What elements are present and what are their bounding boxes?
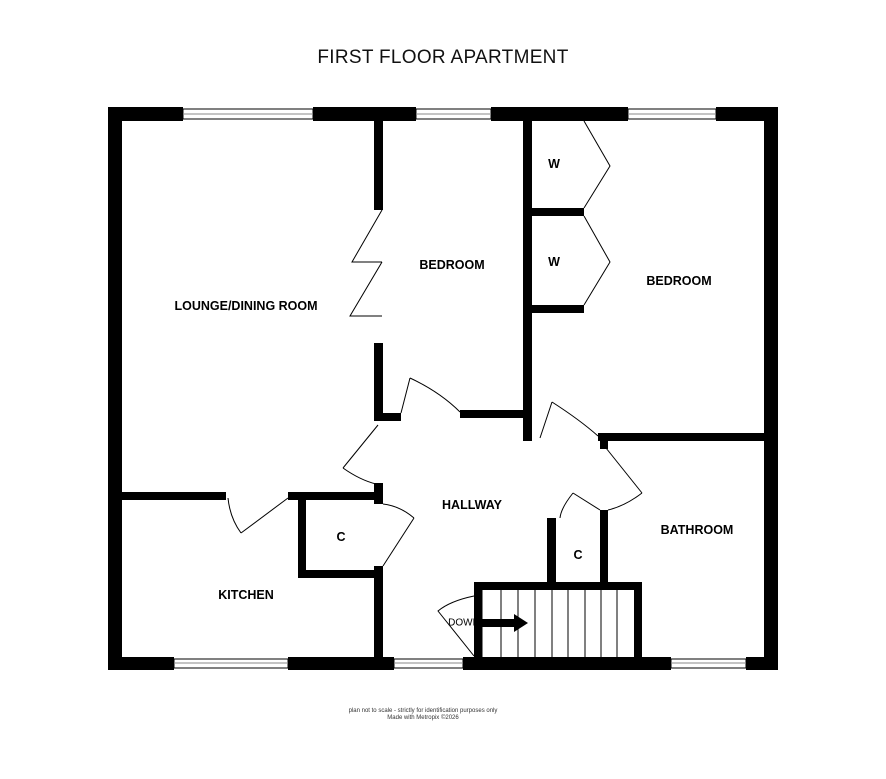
- wardrobe-door-1: [583, 120, 611, 209]
- wall-bottom-1: [108, 657, 174, 670]
- wall-bedroom-hall: [460, 410, 529, 418]
- wall-bottom-3: [463, 657, 671, 670]
- stairs-label: DOWN: [448, 617, 480, 629]
- wall-cupboard-bottom: [298, 570, 383, 578]
- stairs-door: [437, 595, 475, 657]
- exterior-walls: [108, 107, 778, 670]
- wall-left: [108, 107, 122, 670]
- wall-bedroom-bedroom: [523, 121, 532, 441]
- bedroom-door-2: [539, 401, 553, 439]
- wall-stairs-top: [474, 582, 642, 590]
- bifold-door-top: [351, 209, 383, 263]
- wall-kitchen-hall: [374, 566, 383, 670]
- stairs-arrow-icon: [481, 614, 528, 632]
- wall-bottom-4: [746, 657, 778, 670]
- doors: [227, 120, 643, 657]
- room-label-wardrobe-2: W: [548, 255, 560, 269]
- wall-right: [764, 107, 778, 670]
- windows: [173, 108, 747, 669]
- room-label-kitchen: KITCHEN: [218, 588, 274, 602]
- wall-lounge-bedroom-upper: [374, 121, 383, 210]
- wall-top-4: [716, 107, 778, 121]
- wall-bedroom-stub: [374, 413, 401, 421]
- bathroom-door: [605, 447, 643, 494]
- room-label-hallway: HALLWAY: [442, 498, 502, 512]
- wall-lounge-bedroom-lower: [374, 343, 383, 421]
- cupboard-door: [382, 517, 415, 567]
- wall-top-2: [313, 107, 416, 121]
- wall-cupboard2-left: [547, 518, 556, 582]
- wall-stairs-left: [474, 582, 482, 662]
- cupboard-door-2: [572, 492, 601, 511]
- bifold-door-bottom: [349, 261, 383, 317]
- room-label-cupboard-2: C: [573, 548, 583, 562]
- wall-kitchen-top-left: [122, 492, 226, 500]
- kitchen-door: [240, 497, 289, 534]
- plan-title: FIRST FLOOR APARTMENT: [317, 47, 569, 68]
- wall-bathroom-stub: [600, 441, 608, 449]
- wall-bathroom-left: [600, 510, 608, 584]
- interior-walls: [122, 121, 764, 670]
- wall-wardrobe-bottom: [532, 305, 584, 313]
- room-label-wardrobe-1: W: [548, 157, 560, 171]
- footer-disclaimer: plan not to scale - strictly for identif…: [348, 708, 498, 714]
- wall-stairs-right: [634, 582, 642, 662]
- wall-hall-stub: [374, 483, 383, 504]
- bedroom-door-1: [400, 377, 411, 414]
- wall-kitchen-top-right: [288, 492, 383, 500]
- room-label-cupboard-1: C: [336, 530, 346, 544]
- room-label-bathroom: BATHROOM: [660, 523, 734, 537]
- lounge-door: [342, 424, 379, 469]
- wall-bottom-2: [288, 657, 394, 670]
- footer-credit: Made with Metropix ©2026: [387, 715, 459, 721]
- wall-cupboard-left: [298, 500, 306, 578]
- room-label-bedroom-1: BEDROOM: [419, 258, 485, 272]
- wall-wardrobe-divider: [532, 208, 584, 216]
- room-label-bedroom-2: BEDROOM: [646, 274, 712, 288]
- room-label-lounge: LOUNGE/DINING ROOM: [174, 299, 318, 313]
- wall-top-3: [491, 107, 628, 121]
- wardrobe-door-2: [583, 215, 611, 306]
- footer: plan not to scale - strictly for identif…: [0, 708, 846, 722]
- wall-bathroom-top: [598, 433, 764, 441]
- wall-top-1: [108, 107, 183, 121]
